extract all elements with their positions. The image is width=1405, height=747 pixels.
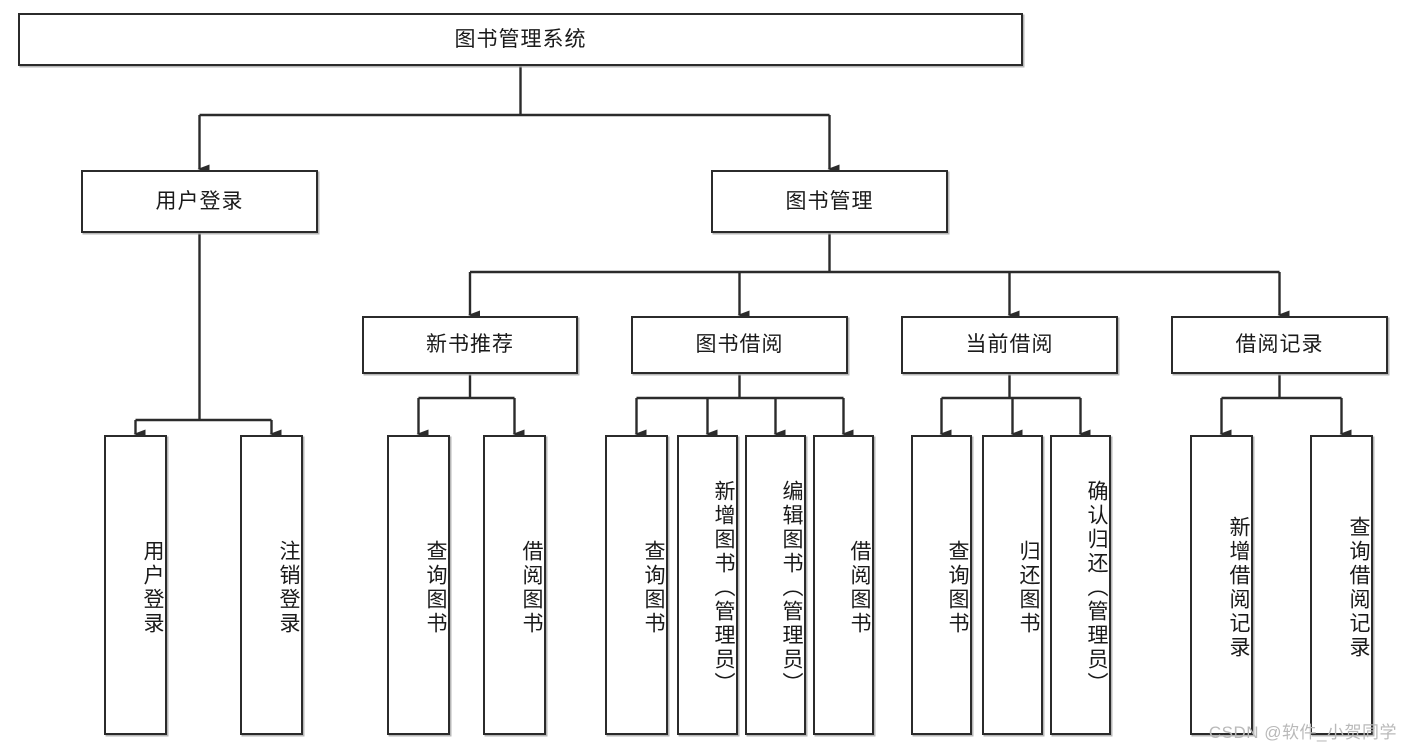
node-label: 新书推荐 <box>426 333 514 357</box>
node-label: 借阅图书 <box>520 540 543 636</box>
node-label: 新增借阅记录 <box>1227 516 1250 660</box>
leaf-return-book[interactable]: 归还图书 <box>982 435 1043 735</box>
node-label: 注销登录 <box>277 540 300 636</box>
leaf-borrow-book[interactable]: 借阅图书 <box>813 435 874 735</box>
leaf-borrow-book-recommend[interactable]: 借阅图书 <box>483 435 546 735</box>
node-root[interactable]: 图书管理系统 <box>18 13 1023 66</box>
node-new-book-recommend[interactable]: 新书推荐 <box>362 316 578 374</box>
node-label: 查询借阅记录 <box>1347 516 1370 660</box>
leaf-confirm-return-admin[interactable]: 确认归还（管理员） <box>1050 435 1111 735</box>
node-label: 借阅图书 <box>848 540 871 636</box>
leaf-add-book-admin[interactable]: 新增图书（管理员） <box>677 435 738 735</box>
node-label: 借阅记录 <box>1235 333 1324 357</box>
node-label: 归还图书 <box>1017 540 1040 636</box>
node-label: 查询图书 <box>946 540 969 636</box>
node-current-borrow[interactable]: 当前借阅 <box>901 316 1118 374</box>
leaf-edit-book-admin[interactable]: 编辑图书（管理员） <box>745 435 806 735</box>
node-label: 新增图书（管理员） <box>712 480 735 696</box>
node-label: 图书管理系统 <box>454 27 587 51</box>
node-label: 编辑图书（管理员） <box>780 480 803 696</box>
node-label: 图书管理 <box>785 189 874 213</box>
watermark: CSDN @软件_小贺同学 <box>1208 723 1397 742</box>
node-label: 查询图书 <box>642 540 665 636</box>
node-label: 图书借阅 <box>695 333 784 357</box>
node-book-borrow[interactable]: 图书借阅 <box>631 316 848 374</box>
node-label: 查询图书 <box>424 540 447 636</box>
node-label: 用户登录 <box>155 189 244 213</box>
leaf-query-book-current[interactable]: 查询图书 <box>911 435 972 735</box>
node-book-management-module[interactable]: 图书管理 <box>711 170 948 233</box>
leaf-query-book-recommend[interactable]: 查询图书 <box>387 435 450 735</box>
node-label: 确认归还（管理员） <box>1085 480 1108 696</box>
leaf-query-book[interactable]: 查询图书 <box>605 435 668 735</box>
leaf-user-login[interactable]: 用户登录 <box>104 435 167 735</box>
node-user-login-module[interactable]: 用户登录 <box>81 170 318 233</box>
node-borrow-records[interactable]: 借阅记录 <box>1171 316 1388 374</box>
node-label: 当前借阅 <box>965 333 1054 357</box>
leaf-logout[interactable]: 注销登录 <box>240 435 303 735</box>
leaf-query-borrow-record[interactable]: 查询借阅记录 <box>1310 435 1373 735</box>
node-label: 用户登录 <box>141 540 164 636</box>
leaf-add-borrow-record[interactable]: 新增借阅记录 <box>1190 435 1253 735</box>
